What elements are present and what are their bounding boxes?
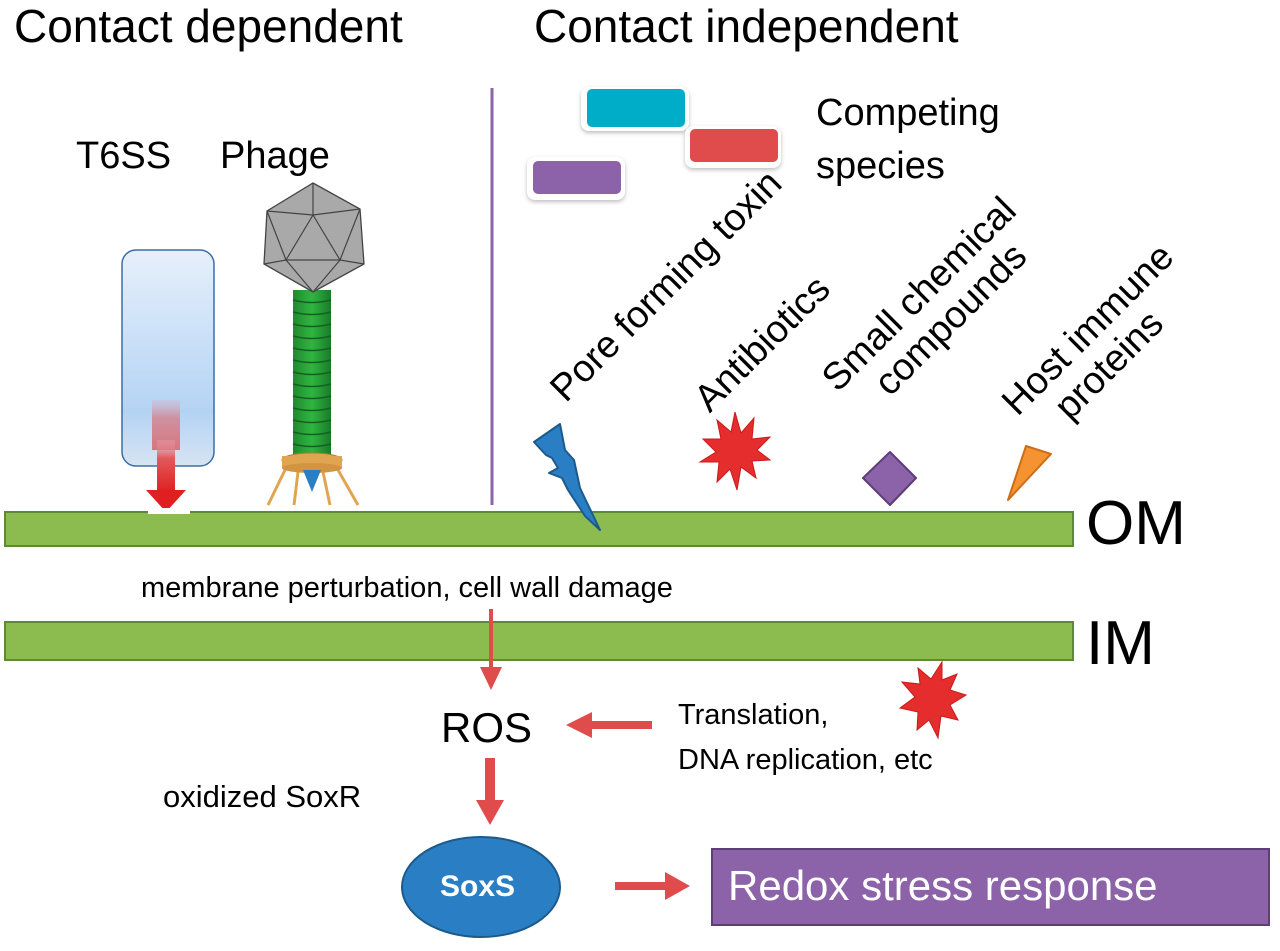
triangle-icon	[1007, 445, 1052, 501]
damage-label: membrane perturbation, cell wall damage	[141, 572, 673, 604]
heading-contact-independent: Contact independent	[534, 0, 959, 52]
phage-icon	[263, 182, 365, 506]
translation-label-line1: Translation,	[678, 699, 829, 731]
arrow-down-to-soxs	[476, 758, 504, 825]
lightning-bolt-icon	[533, 423, 601, 531]
outer-membrane	[4, 511, 1074, 547]
competing-species-label-line2: species	[816, 145, 945, 187]
t6ss-label: T6SS	[76, 135, 172, 177]
starburst-icon-intracellular	[898, 660, 968, 740]
species-bar-purple	[533, 161, 621, 194]
oxidized-soxr-label: oxidized SoxR	[163, 779, 362, 814]
soxs-node	[401, 836, 561, 938]
arrow-right-to-response	[615, 872, 690, 900]
ros-label: ROS	[441, 704, 533, 751]
soxs-label: SoxS	[440, 870, 516, 903]
diamond-icon	[862, 451, 917, 506]
redox-response-box	[711, 848, 1270, 926]
competing-species-icon	[527, 87, 781, 200]
species-bar-cyan	[587, 89, 685, 127]
arrow-left-to-ros	[566, 712, 652, 738]
arrow-down-to-ros	[480, 609, 502, 690]
heading-contact-dependent: Contact dependent	[14, 0, 403, 52]
phage-label: Phage	[220, 135, 330, 177]
inner-membrane	[4, 621, 1074, 661]
inner-membrane-label: IM	[1086, 609, 1155, 678]
redox-response-label: Redox stress response	[728, 862, 1158, 909]
t6ss-icon	[121, 249, 215, 512]
starburst-icon	[698, 411, 772, 491]
translation-label-line2: DNA replication, etc	[678, 744, 933, 776]
species-bar-red	[690, 129, 778, 162]
outer-membrane-label: OM	[1086, 489, 1186, 558]
competing-species-label-line1: Competing	[816, 92, 1000, 134]
